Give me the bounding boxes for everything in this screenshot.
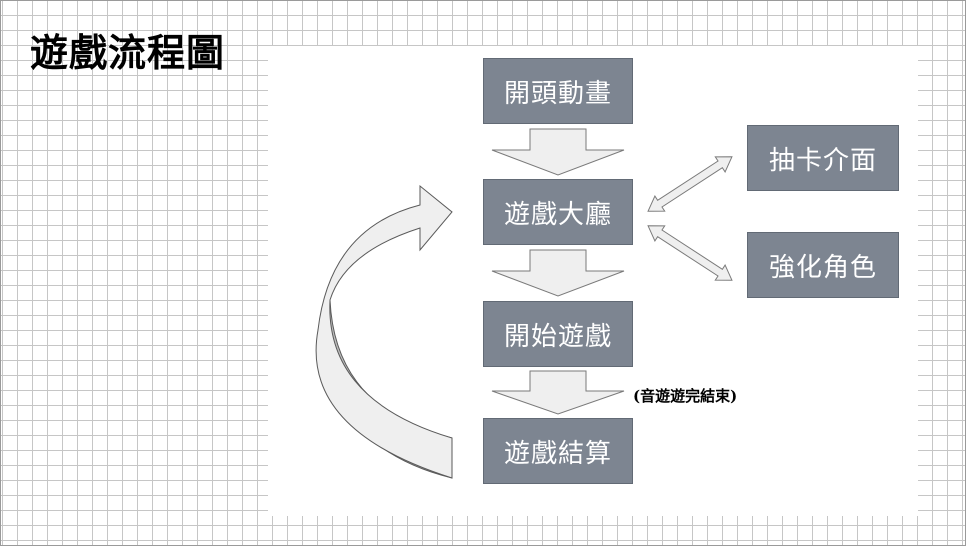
intro-animation-box: 開頭動畫 — [483, 58, 633, 124]
game-lobby-box: 遊戲大廳 — [483, 179, 633, 245]
start-game-box: 開始遊戲 — [483, 301, 633, 367]
double-arrow-lobby-upgrade — [647, 225, 733, 281]
curved-return-arrow — [315, 184, 453, 479]
slide-title: 遊戲流程圖 — [30, 31, 226, 75]
down-arrow-lobby-to-start — [491, 249, 625, 297]
double-arrow-lobby-gacha — [647, 156, 733, 212]
down-arrow-intro-to-lobby — [491, 128, 625, 176]
game-settlement-box: 遊戲結算 — [483, 418, 633, 484]
down-arrow-start-to-settle — [491, 370, 625, 415]
upgrade-character-box: 強化角色 — [747, 232, 899, 298]
gacha-interface-box: 抽卡介面 — [747, 125, 899, 191]
settlement-note: (音遊遊完結束) — [633, 387, 738, 405]
